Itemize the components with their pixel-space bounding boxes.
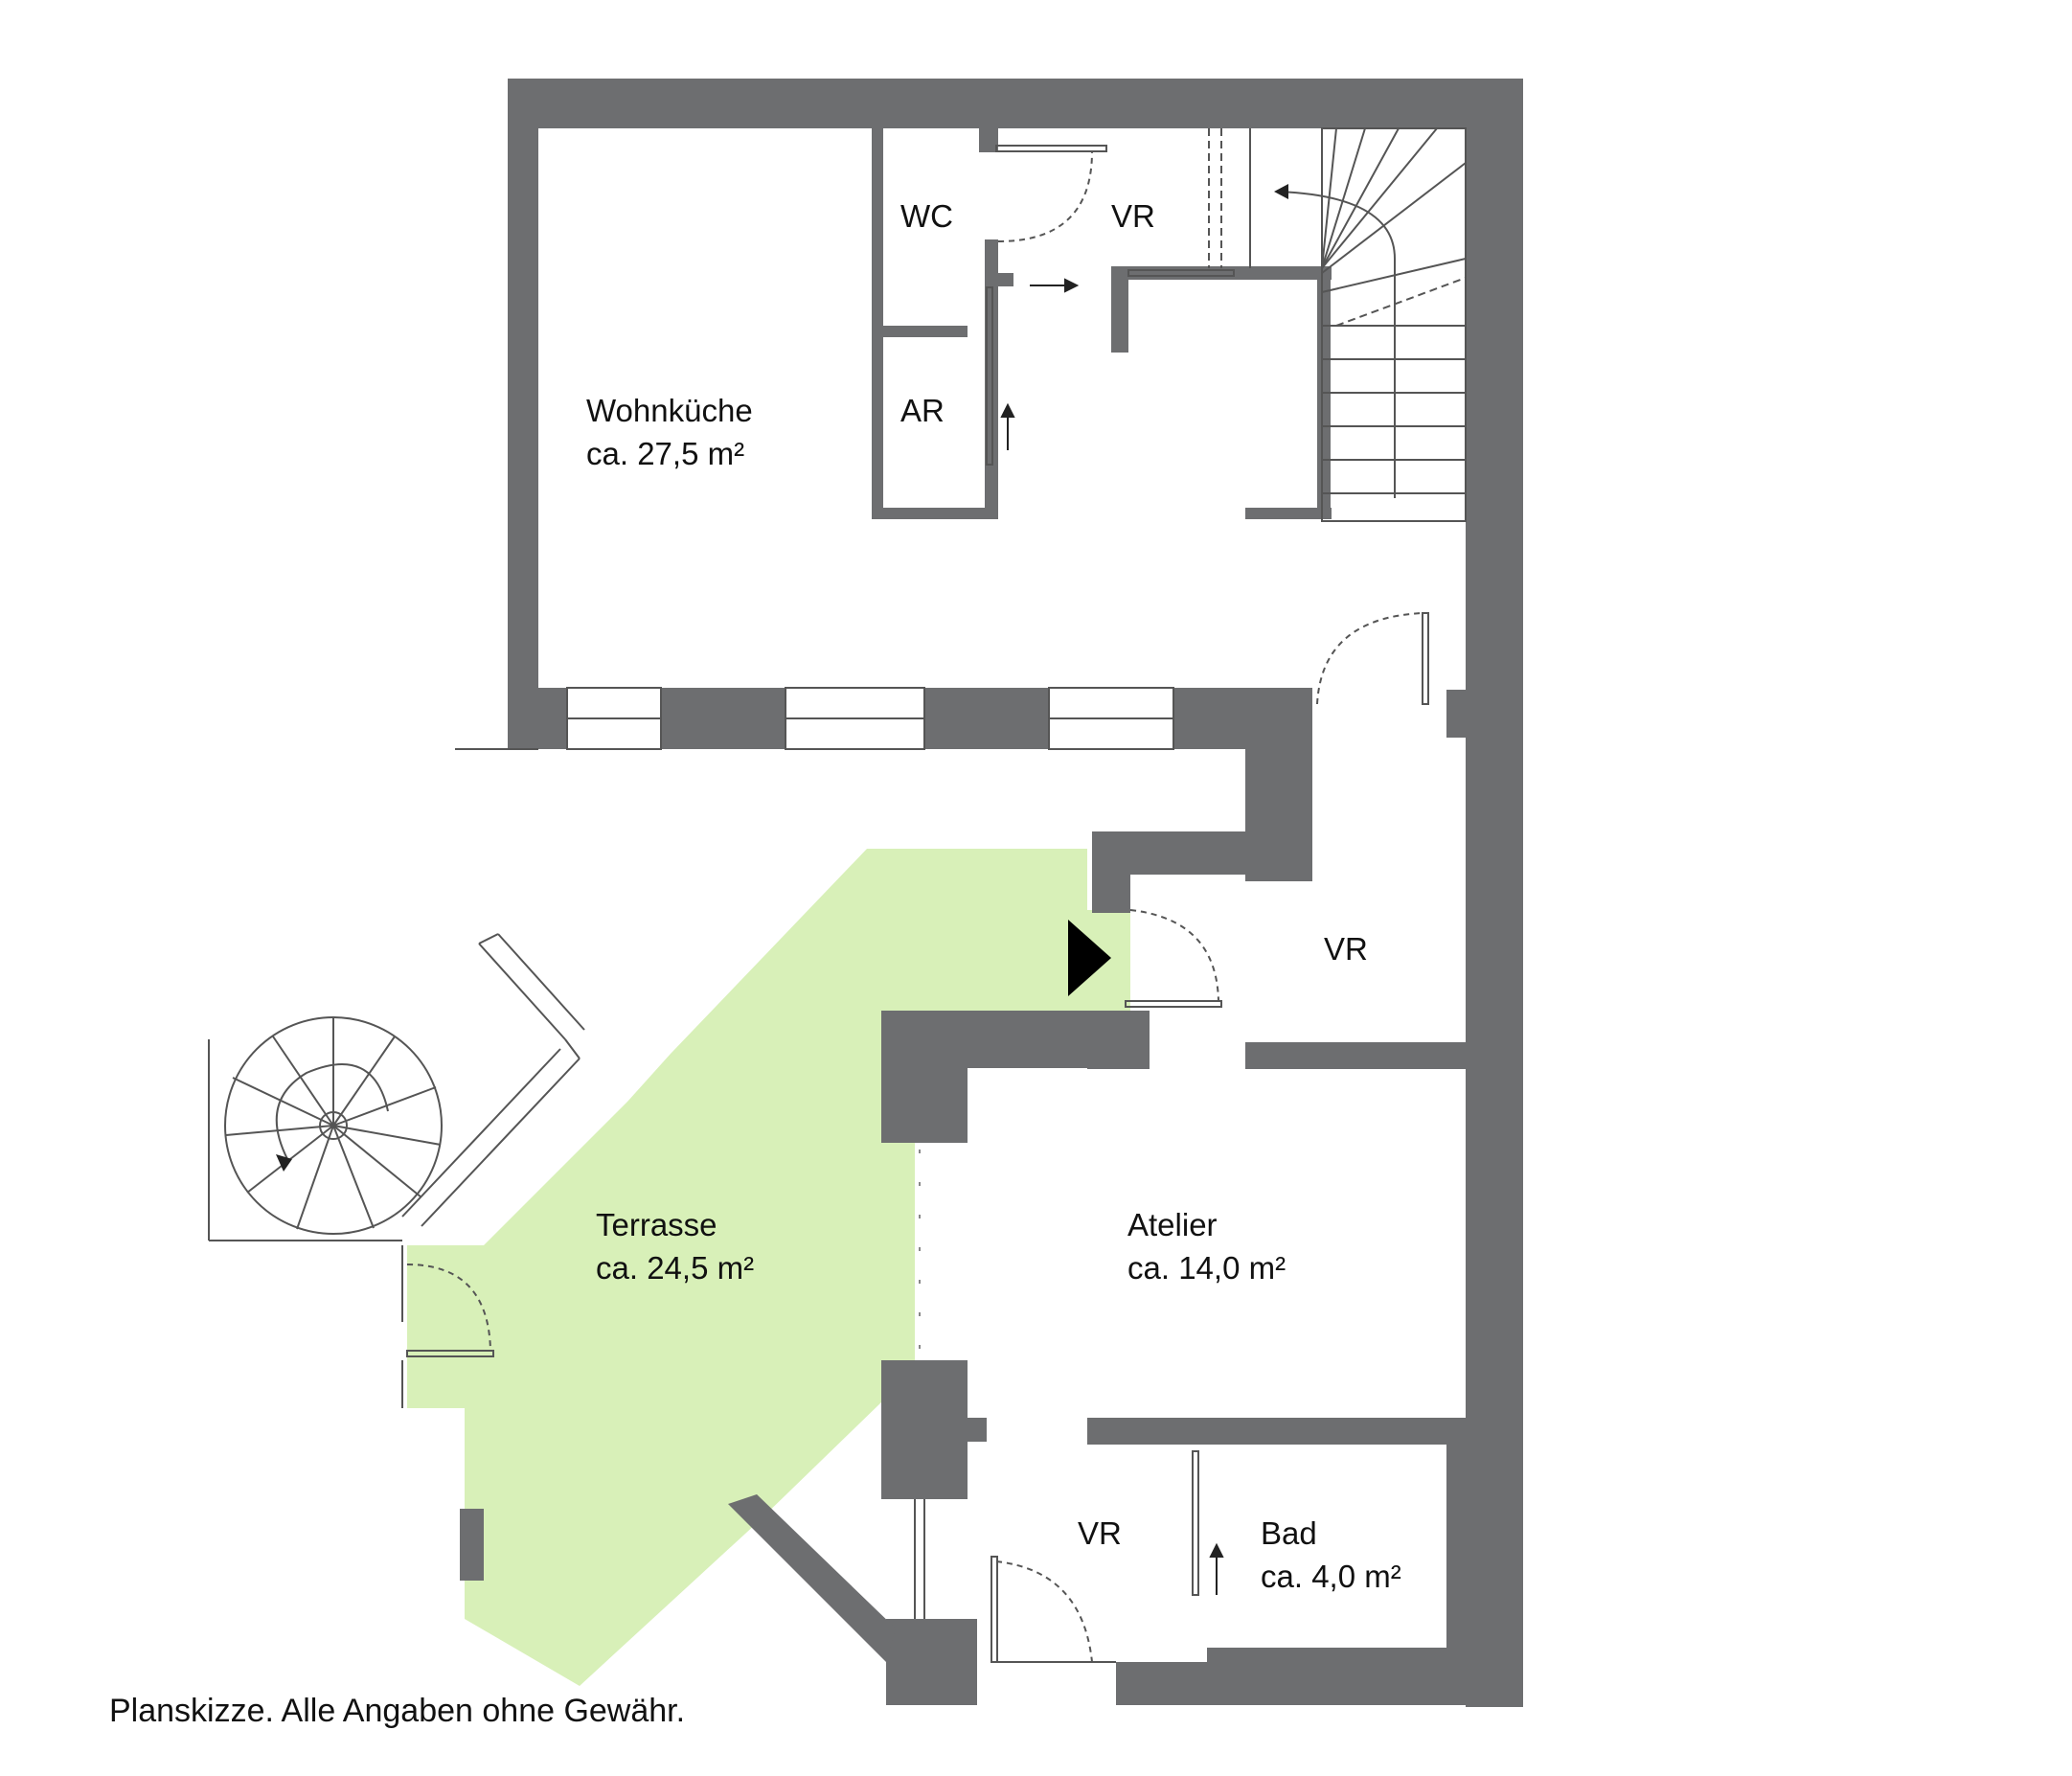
plan-caption: Planskizze. Alle Angaben ohne Gewähr. (109, 1693, 685, 1729)
doors (401, 145, 1429, 1663)
room-label-atelier: Atelier (1127, 1207, 1218, 1242)
room-label-ar: AR (900, 393, 945, 428)
spiral-staircase-icon (208, 933, 585, 1241)
room-label-bad: Bad (1261, 1515, 1317, 1551)
entrance-arrow-icon (1068, 920, 1111, 996)
terrace-area (407, 849, 1130, 1686)
staircase-icon (1208, 127, 1467, 522)
room-label-wohnkueche: Wohnküche (586, 393, 753, 428)
room-label-wc: WC (900, 198, 953, 234)
room-area-atelier: ca. 14,0 m² (1127, 1250, 1286, 1286)
room-label-terrasse: Terrasse (596, 1207, 717, 1242)
room-area-bad: ca. 4,0 m² (1261, 1559, 1401, 1594)
room-area-wohnkueche: ca. 27,5 m² (586, 436, 744, 471)
arrows (1000, 278, 1224, 1595)
room-area-terrasse: ca. 24,5 m² (596, 1250, 754, 1286)
room-label-vr-mid: VR (1324, 931, 1368, 967)
room-label-vr-top: VR (1111, 198, 1155, 234)
room-label-vr-bottom: VR (1078, 1515, 1122, 1551)
walls (460, 79, 1523, 1707)
windows (566, 687, 1174, 750)
